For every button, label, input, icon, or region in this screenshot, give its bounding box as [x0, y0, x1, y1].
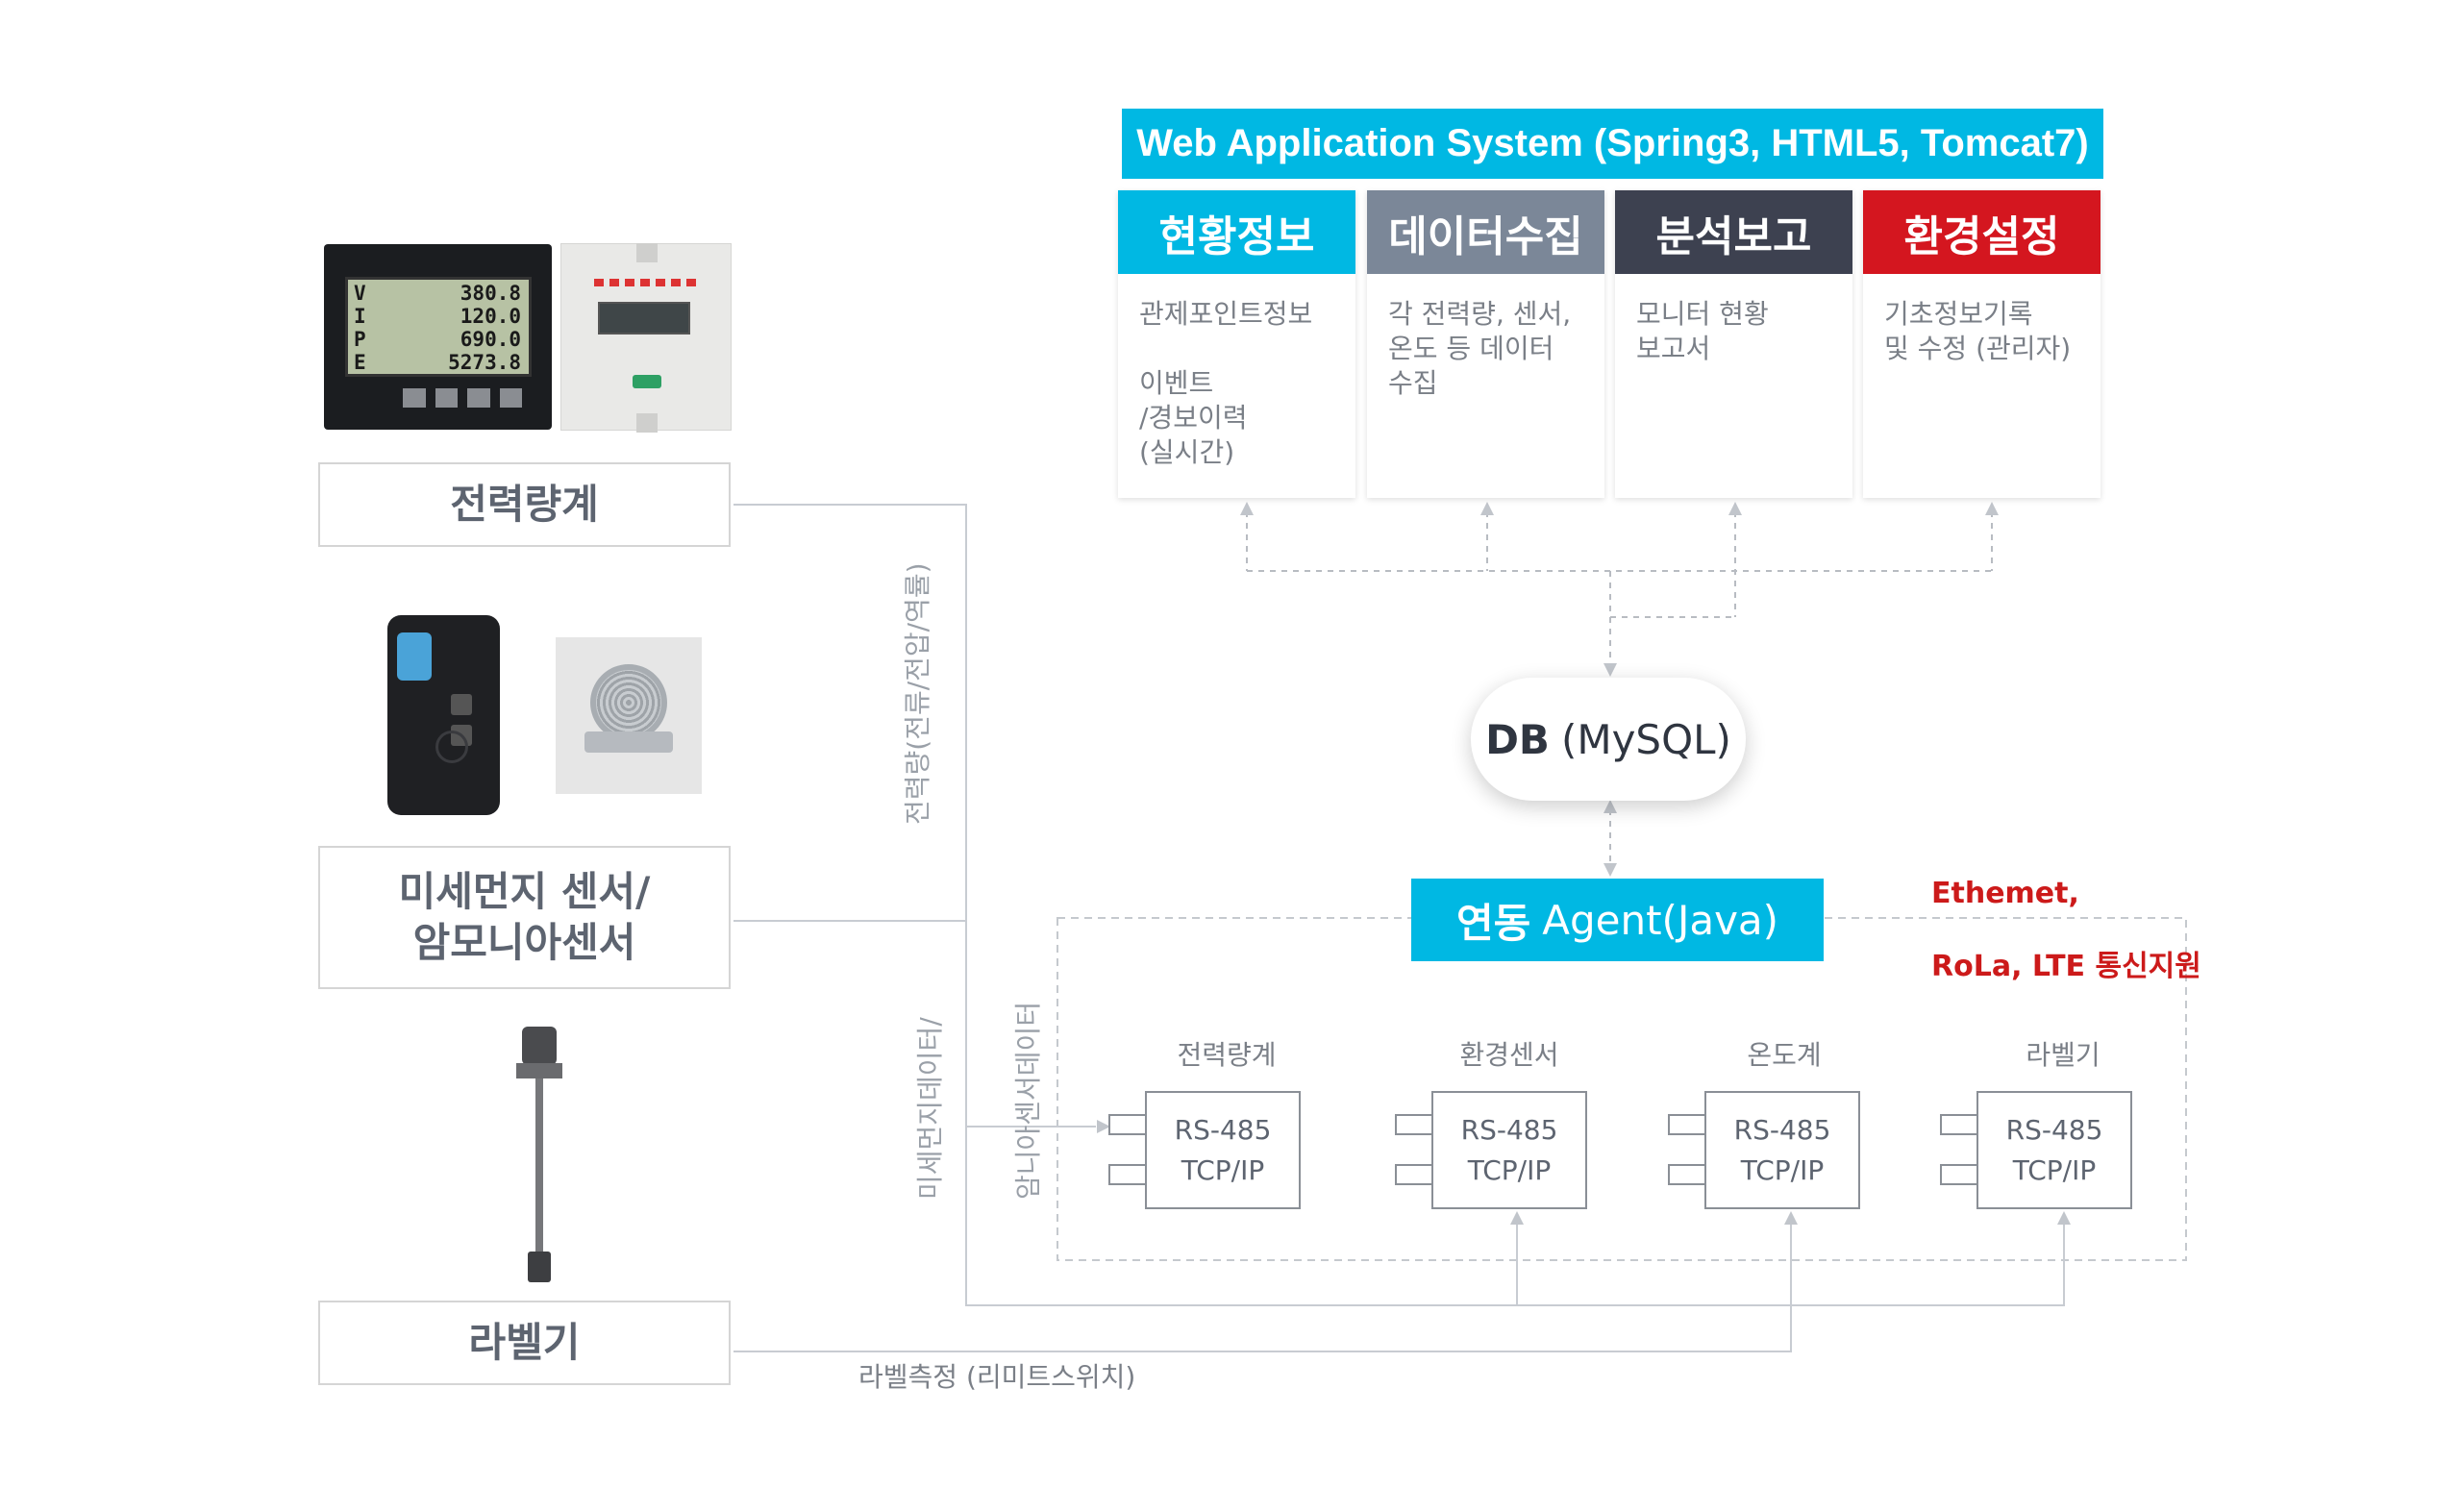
- port-pin: [1395, 1164, 1433, 1185]
- port-line2: TCP/IP: [1740, 1153, 1825, 1186]
- module-analysis-report-title: 분석보고: [1655, 211, 1812, 261]
- level-sensor-label-text: 라벨기: [468, 1318, 581, 1366]
- dust-sensor-label-line2: 암모니아센서: [412, 918, 636, 966]
- module-db-links: [1246, 511, 1993, 867]
- agent-node-bold: 연동: [1455, 899, 1531, 947]
- sensor-connection-label: 미세먼지데이터/ 암니아센서데이터: [849, 1002, 1078, 1200]
- database-node-label: (MySQL): [1560, 715, 1731, 763]
- agent-group-frame: [1056, 917, 2187, 1261]
- module-data-collection: 데이터수집 각 전력량, 센서, 온도 등 데이터 수집: [1367, 190, 1604, 498]
- port-line2: TCP/IP: [1467, 1153, 1552, 1186]
- level-sensor-label: 라벨기: [318, 1301, 731, 1385]
- port-box-level-sensor: RS-485 TCP/IP: [1976, 1091, 2132, 1209]
- module-analysis-report-header: 분석보고: [1615, 190, 1852, 274]
- port-pin: [1395, 1114, 1433, 1135]
- port-box-power-meter: RS-485 TCP/IP: [1145, 1091, 1301, 1209]
- port-pin: [1940, 1114, 1978, 1135]
- meter-value-energy: 5273.8: [448, 351, 521, 374]
- level-sensor-image: [512, 1027, 566, 1282]
- power-meter-label-text: 전력량계: [450, 480, 599, 528]
- module-status-info: 현황정보 관제포인트정보 이벤트 /경보이력 (실시간): [1118, 190, 1355, 498]
- web-system-title-text: Web Application System (Spring3, HTML5, …: [1136, 122, 2089, 164]
- port-pin: [1108, 1114, 1147, 1135]
- meter-value-power: 690.0: [460, 328, 521, 351]
- module-settings: 환경설정 기초정보기록 및 수정 (관리자): [1863, 190, 2101, 498]
- power-meter-image: V I P E 380.8 120.0 690.0 5273.8: [324, 244, 552, 430]
- dust-sensor-image: [387, 615, 500, 815]
- meter-letter-v: V: [354, 282, 366, 305]
- ammonia-sensor-image: [556, 637, 702, 794]
- port-line2: TCP/IP: [1181, 1153, 1265, 1186]
- device-links: [733, 504, 2065, 1352]
- sensor-connection-label-line1: 미세먼지데이터/: [914, 1017, 946, 1200]
- port-label-thermometer: 온도계: [1747, 1039, 1822, 1071]
- port-pin: [1668, 1164, 1706, 1185]
- meter-letter-p: P: [354, 328, 366, 351]
- module-analysis-report-desc: 모니터 현황 보고서: [1636, 298, 1769, 364]
- power-meter-display: V I P E 380.8 120.0 690.0 5273.8: [345, 277, 532, 377]
- port-label-level-sensor: 라벨기: [2026, 1039, 2101, 1071]
- power-connection-label: 전력량(전류/전압/역률): [902, 562, 933, 825]
- protocol-note-line1: Ethemet,: [1931, 877, 2079, 910]
- agent-node-label: Agent(Java): [1542, 896, 1779, 944]
- din-rail-meter-image: [560, 243, 732, 433]
- meter-value-voltage: 380.8: [460, 282, 521, 305]
- port-line2: TCP/IP: [2012, 1153, 2097, 1186]
- module-data-collection-desc: 각 전력량, 센서, 온도 등 데이터 수집: [1388, 298, 1572, 399]
- power-meter-label: 전력량계: [318, 462, 731, 547]
- agent-node: 연동 Agent(Java): [1411, 879, 1824, 961]
- sensor-connection-label-line2: 암니아센서데이터: [1012, 1001, 1044, 1200]
- port-line1: RS-485: [2005, 1113, 2103, 1146]
- port-line1: RS-485: [1460, 1113, 1558, 1146]
- module-status-info-header: 현황정보: [1118, 190, 1355, 274]
- database-node-bold: DB: [1485, 715, 1550, 763]
- meter-letter-i: I: [354, 305, 366, 328]
- port-line1: RS-485: [1733, 1113, 1831, 1146]
- port-label-env-sensor: 환경센서: [1459, 1039, 1559, 1071]
- web-system-title: Web Application System (Spring3, HTML5, …: [1122, 109, 2103, 179]
- database-node: DB (MySQL): [1471, 678, 1746, 801]
- module-data-collection-title: 데이터수집: [1388, 211, 1583, 261]
- meter-letter-e: E: [354, 351, 366, 374]
- level-connection-label: 라벨측정 (리미트스위치): [858, 1361, 1136, 1393]
- module-analysis-report: 분석보고 모니터 현황 보고서: [1615, 190, 1852, 498]
- port-line1: RS-485: [1174, 1113, 1272, 1146]
- port-pin: [1108, 1164, 1147, 1185]
- module-status-info-title: 현황정보: [1158, 211, 1315, 261]
- protocol-note: Ethemet, RoLa, LTE 통신지원: [1931, 839, 2201, 1022]
- port-box-thermometer: RS-485 TCP/IP: [1704, 1091, 1860, 1209]
- module-settings-header: 환경설정: [1863, 190, 2101, 274]
- meter-value-current: 120.0: [460, 305, 521, 328]
- device-arrowheads: [1097, 1120, 2071, 1225]
- port-label-power-meter: 전력량계: [1177, 1039, 1277, 1071]
- port-pin: [1668, 1114, 1706, 1135]
- dust-sensor-label: 미세먼지 센서/ 암모니아센서: [318, 846, 731, 989]
- port-pin: [1940, 1164, 1978, 1185]
- module-db-arrowheads: [1240, 502, 1999, 877]
- module-settings-title: 환경설정: [1903, 211, 2060, 261]
- module-status-info-desc: 관제포인트정보 이벤트 /경보이력 (실시간): [1139, 298, 1313, 468]
- port-box-env-sensor: RS-485 TCP/IP: [1431, 1091, 1587, 1209]
- din-meter-button: [633, 375, 661, 388]
- module-settings-desc: 기초정보기록 및 수정 (관리자): [1884, 298, 2072, 364]
- protocol-note-line2: RoLa, LTE 통신지원: [1931, 950, 2201, 983]
- module-data-collection-header: 데이터수집: [1367, 190, 1604, 274]
- power-meter-buttons: [403, 388, 522, 408]
- din-meter-screen: [598, 302, 690, 335]
- dust-sensor-label-line1: 미세먼지 센서/: [398, 868, 651, 915]
